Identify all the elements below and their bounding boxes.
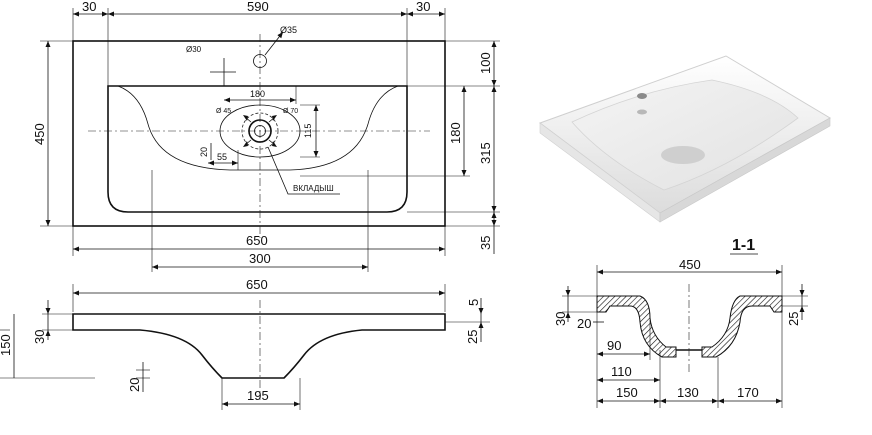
dim-130: 130 — [677, 385, 699, 400]
drain-dim-45: Ø 45 — [216, 108, 231, 115]
dim-100: 100 — [478, 52, 493, 74]
dim-195: 195 — [247, 388, 269, 403]
dim-180-right: 180 — [448, 122, 463, 144]
dim-115: 115 — [303, 124, 313, 138]
tap-hole-dim: Ø35 — [280, 25, 297, 35]
dim-300: 300 — [249, 251, 271, 266]
drain-ring-outer — [241, 112, 279, 150]
section-title: 1-1 — [732, 237, 755, 254]
basin-outline — [72, 40, 446, 227]
dim-450-section: 450 — [679, 257, 701, 272]
dim-650-top: 650 — [246, 233, 268, 248]
section-wall-right — [701, 295, 783, 358]
side-profile — [72, 313, 446, 379]
drain-hole — [254, 125, 266, 137]
dim-20-section: 20 — [577, 316, 591, 331]
bowl-outline — [107, 85, 408, 213]
dim-150: 150 — [0, 334, 13, 356]
dim-90: 90 — [607, 338, 621, 353]
dim-590: 590 — [247, 0, 269, 14]
dim-315: 315 — [478, 142, 493, 164]
drain-ring — [248, 119, 272, 143]
section-view: 1-1 450 30 20 25 90 110 — [553, 237, 808, 408]
dim-30-right: 30 — [416, 0, 430, 14]
tap-hole — [253, 54, 267, 68]
drain-insert — [219, 104, 301, 158]
dim-25-side: 25 — [465, 330, 480, 344]
dim-20-top: 20 — [199, 147, 209, 157]
dim-5-side: 5 — [466, 299, 481, 306]
dim-170: 170 — [737, 385, 759, 400]
dim-20-side: 20 — [127, 378, 142, 392]
overflow-dim: Ø30 — [186, 45, 202, 54]
dim-450-height: 450 — [32, 123, 47, 145]
dim-650-side: 650 — [246, 277, 268, 292]
dim-150-section: 150 — [616, 385, 638, 400]
dim-35: 35 — [478, 236, 493, 250]
insert-label: ВКЛАДЫШ — [293, 184, 334, 193]
dim-30-left: 30 — [82, 0, 96, 14]
product-render — [538, 55, 831, 223]
side-view: 650 150 30 20 195 25 5 — [0, 277, 490, 410]
dim-25-section: 25 — [786, 312, 801, 326]
drain-dim-70: Ø 70 — [283, 108, 298, 115]
dim-30-side: 30 — [32, 330, 47, 344]
dim-55: 55 — [217, 152, 227, 162]
dim-180-top: 180 — [250, 89, 265, 99]
dim-110: 110 — [611, 364, 632, 379]
dim-30-section: 30 — [553, 312, 568, 326]
section-wall-left — [596, 295, 677, 358]
top-view: Ø35 Ø30 Ø 45 Ø 70 180 115 20 55 ВКЛАД — [32, 0, 500, 272]
